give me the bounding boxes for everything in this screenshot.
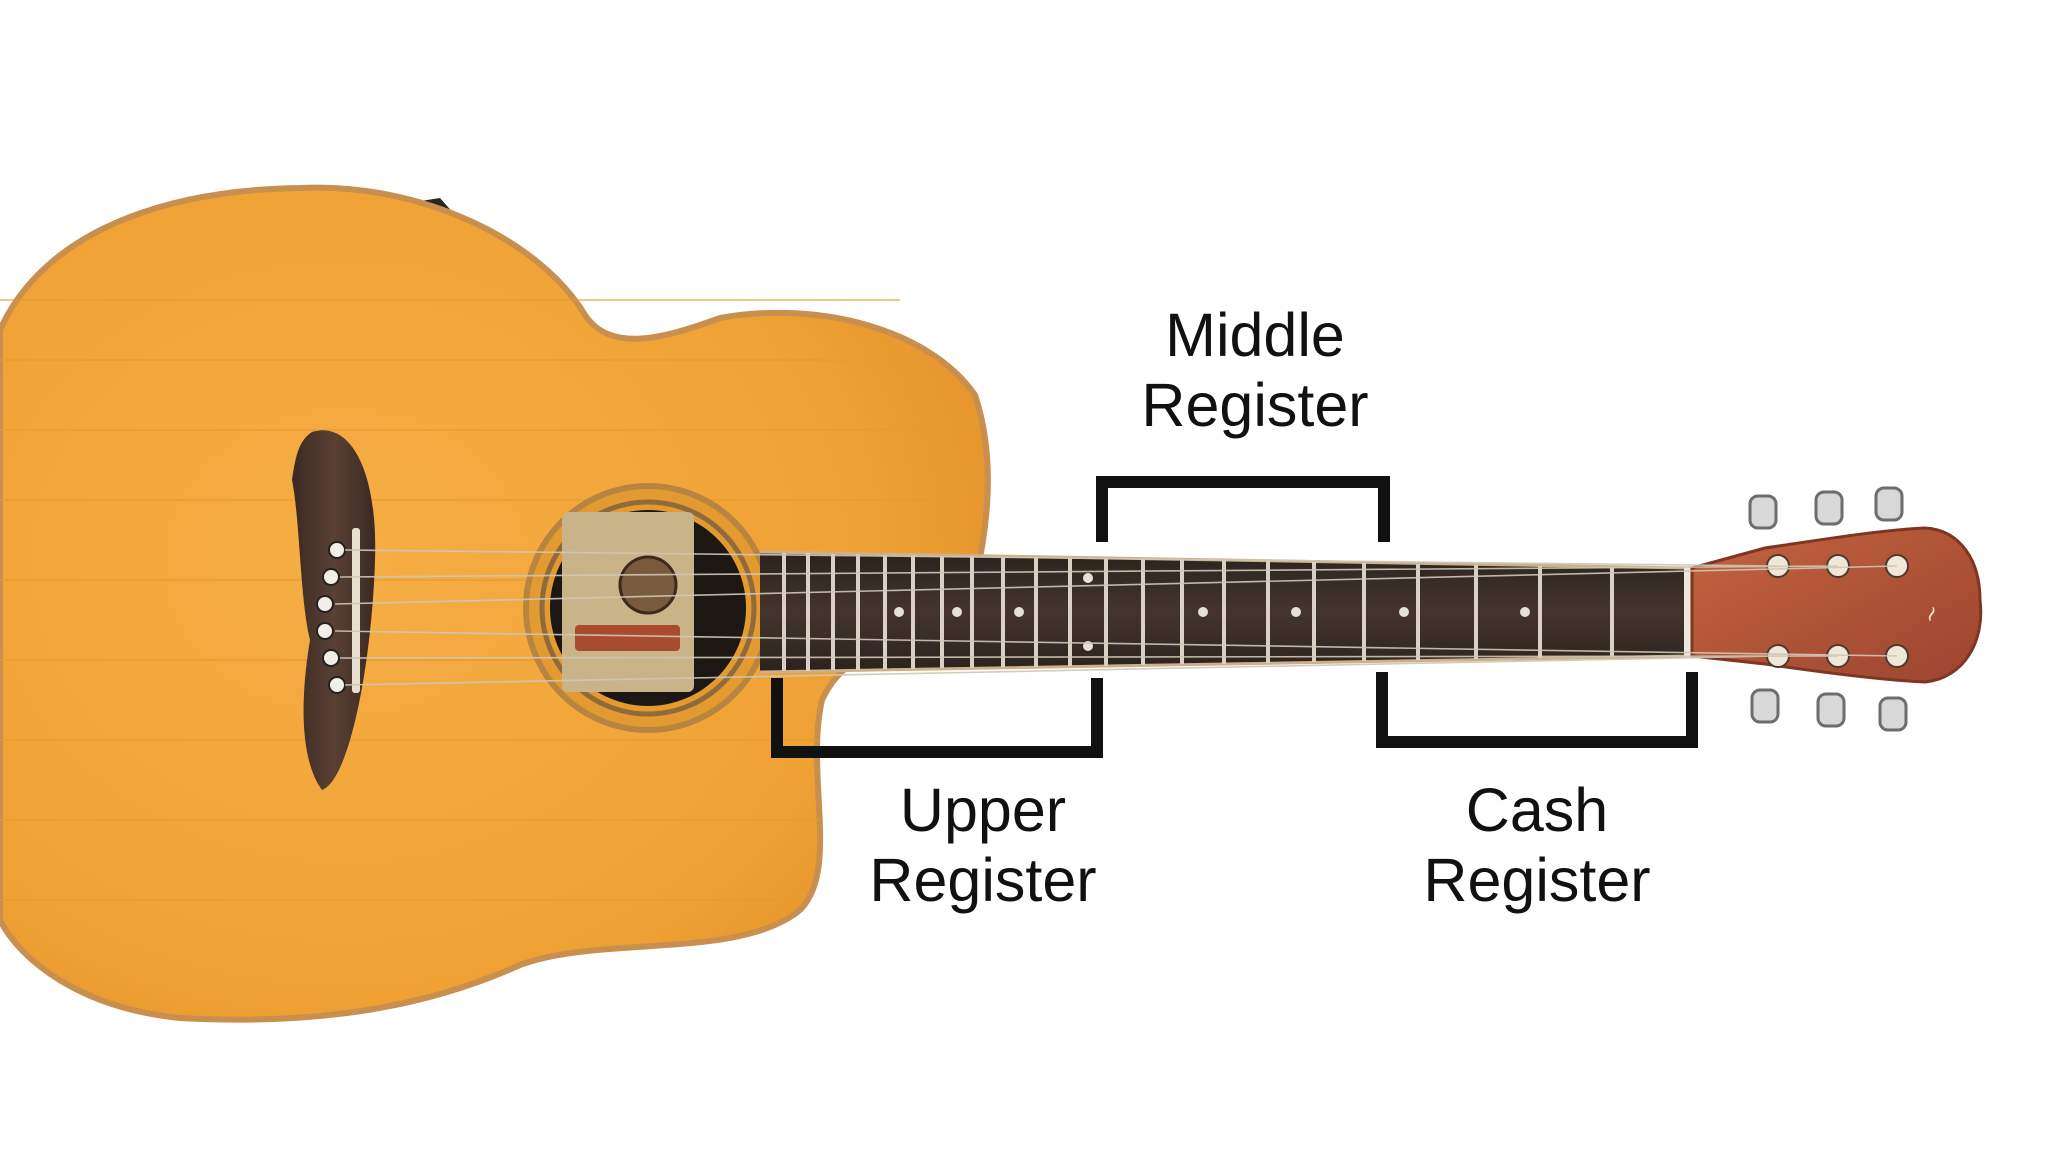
inner-label-portrait [618, 555, 678, 615]
upper-register-label-line2: Register [869, 846, 1097, 914]
middle-register-label-line2: Register [1141, 371, 1369, 439]
cash-register-label-line2: Register [1423, 846, 1651, 914]
inner-label-banner [575, 625, 680, 651]
middle-register-label: Middle Register [1141, 300, 1368, 440]
cash-register-label: Cash Register [1423, 775, 1650, 915]
strings [334, 549, 1898, 686]
upper-register-label: Upper Register [869, 775, 1096, 915]
nut [1684, 566, 1692, 658]
saddle [352, 528, 360, 693]
upper-register-bracket [771, 678, 1103, 758]
tuner-keys [1748, 486, 1908, 732]
middle-register-bracket [1096, 476, 1390, 542]
cash-register-bracket [1376, 672, 1698, 748]
fret-inlays [894, 573, 1530, 651]
bridge-pins [316, 541, 346, 694]
rosette-inner [539, 499, 757, 717]
middle-register-label-line1: Middle [1165, 301, 1345, 369]
upper-register-label-line1: Upper [899, 776, 1067, 844]
cash-register-label-line1: Cash [1465, 776, 1609, 844]
bridge [292, 430, 376, 790]
